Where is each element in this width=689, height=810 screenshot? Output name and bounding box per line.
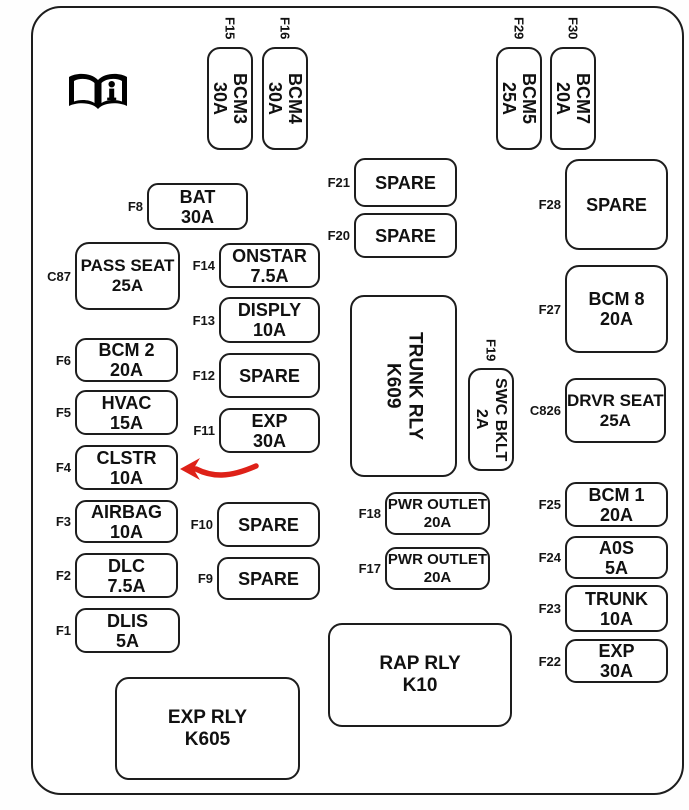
fuse-f9: F9 SPARE: [173, 557, 320, 600]
fuse-f10-box: SPARE: [217, 502, 320, 547]
fuse-f12: F12 SPARE: [175, 353, 320, 398]
fuse-f28-box: SPARE: [565, 159, 668, 250]
fuse-f12-box: SPARE: [219, 353, 320, 398]
fuse-f14-label: F14: [192, 258, 215, 273]
fuse-f10-label: F10: [190, 517, 213, 532]
fuse-f9-label: F9: [197, 571, 213, 586]
fuse-f1-label: F1: [55, 623, 71, 638]
fuse-f3-label: F3: [55, 514, 71, 529]
fuse-f11-label: F11: [193, 423, 215, 438]
fuse-f22-label: F22: [538, 653, 561, 669]
fuse-f20-box: SPARE: [354, 213, 457, 258]
open-book-icon: [69, 73, 127, 109]
fuse-f27-label: F27: [538, 301, 561, 317]
fuse-f4-label: F4: [55, 460, 71, 475]
fuse-f19-label: F19: [483, 338, 499, 362]
fuse-f20-label: F20: [327, 228, 350, 243]
fuse-f28-label: F28: [538, 197, 561, 212]
fuse-f5-label: F5: [55, 405, 71, 420]
fuse-f29-label: F29: [511, 16, 527, 40]
red-arrow-icon: [180, 458, 259, 480]
fuse-f8-label: F8: [127, 199, 143, 214]
fuse-c87-label: C87: [47, 268, 71, 284]
fuse-f28: F28 SPARE: [521, 159, 668, 250]
fuse-f21: F21 SPARE: [310, 158, 457, 207]
fuse-f20: F20 SPARE: [310, 213, 457, 258]
fuse-f10: F10 SPARE: [173, 502, 320, 547]
fuse-f9-box: SPARE: [217, 557, 320, 600]
fuse-f21-label: F21: [327, 175, 350, 190]
fuse-f17-label: F17: [358, 561, 381, 576]
fuse-f13-label: F13: [192, 312, 215, 328]
fuse-c826-label: C826: [529, 403, 561, 418]
fuse-f18-label: F18: [358, 506, 381, 521]
owners-manual-book-icon: [66, 71, 130, 113]
fuse-f23-label: F23: [538, 601, 561, 616]
fuse-f24-label: F24: [538, 550, 561, 565]
fuse-f2-label: F2: [55, 568, 71, 583]
fuse-f30-label: F30: [565, 16, 581, 40]
fuse-f6-label: F6: [55, 352, 71, 368]
fuse-f15-label: F15: [222, 16, 238, 40]
fuse-f12-label: F12: [192, 368, 215, 383]
fuse-f21-box: SPARE: [354, 158, 457, 207]
fuse-f25-label: F25: [538, 497, 561, 512]
fuse-f16-label: F16: [277, 16, 293, 40]
highlight-arrow-f4: [179, 456, 259, 486]
